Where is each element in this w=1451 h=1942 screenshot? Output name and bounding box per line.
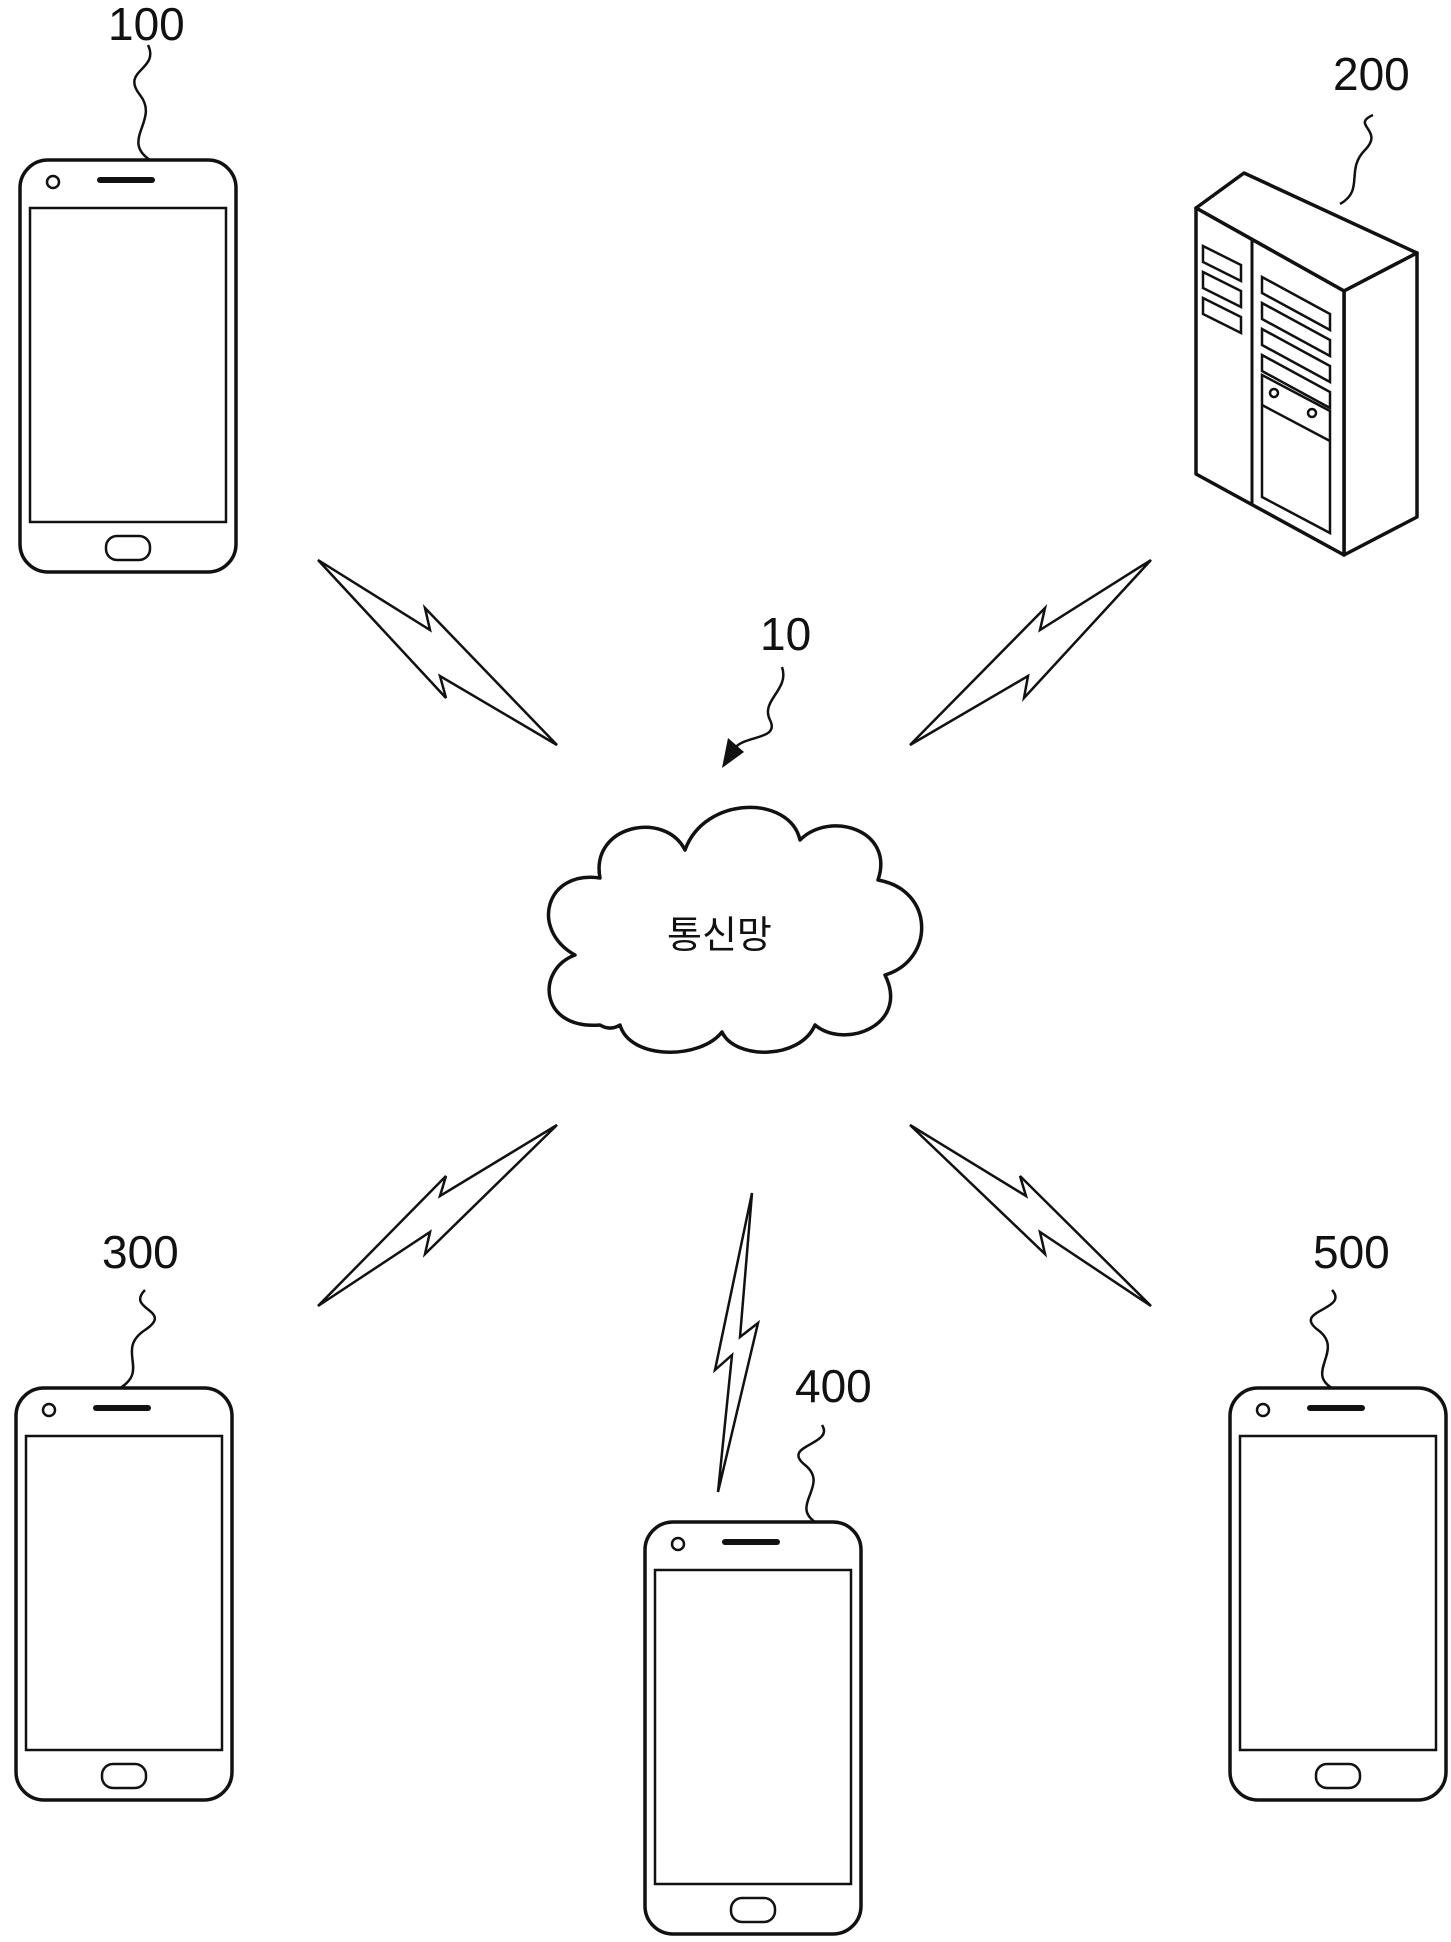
wireless-link-500: [909, 1123, 1152, 1308]
leader-line-100: [133, 44, 152, 162]
smartphone-400: [643, 1520, 863, 1936]
wireless-link-300: [317, 1123, 558, 1308]
ref-label-200: 200: [1333, 48, 1410, 100]
ref-label-300: 300: [102, 1226, 179, 1278]
smartphone-100: [18, 158, 238, 574]
wireless-link-400: [713, 1192, 761, 1493]
smartphone-300: [14, 1386, 234, 1802]
leader-line-200: [1339, 113, 1374, 206]
leader-line-10: [734, 666, 785, 749]
wireless-link-100: [317, 558, 558, 747]
wireless-link-200: [909, 558, 1152, 747]
ref-label-100: 100: [108, 0, 185, 50]
ref-label-10: 10: [760, 608, 811, 660]
network-cloud: 통신망: [546, 805, 924, 1054]
smartphone-500: [1228, 1386, 1448, 1802]
leader-line-500: [1309, 1289, 1337, 1390]
ref-label-400: 400: [795, 1360, 872, 1412]
network-label: 통신망: [667, 913, 772, 957]
ref-label-500: 500: [1313, 1226, 1390, 1278]
arrow-head-10: [722, 738, 744, 768]
leader-line-400: [797, 1424, 826, 1524]
leader-line-300: [119, 1289, 156, 1390]
server-200: [1194, 171, 1419, 557]
